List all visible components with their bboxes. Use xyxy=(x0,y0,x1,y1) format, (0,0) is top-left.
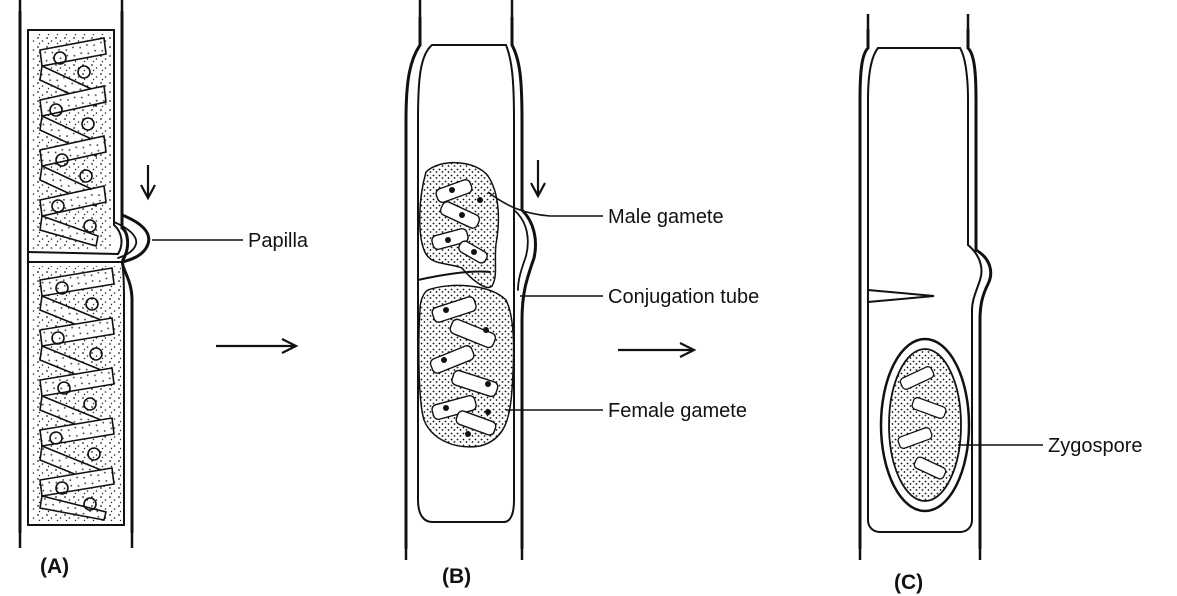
panel-b-cells xyxy=(406,18,536,548)
female-gamete-label: Female gamete xyxy=(608,400,747,422)
panel-b-label: (B) xyxy=(442,566,471,588)
panel-a-label: (A) xyxy=(40,556,69,578)
arrow-b-to-c xyxy=(618,343,694,357)
panel-c-zygospore xyxy=(881,339,969,511)
zygospore-label: Zygospore xyxy=(1048,435,1143,457)
conjugation-tube-label: Conjugation tube xyxy=(608,286,759,308)
panel-b-down-arrow xyxy=(531,160,545,196)
arrow-a-to-b xyxy=(216,339,296,353)
panel-b-filament-ends xyxy=(406,0,522,560)
panel-a-down-arrow xyxy=(141,165,155,198)
male-gamete-label: Male gamete xyxy=(608,206,724,228)
papilla-label: Papilla xyxy=(248,230,308,252)
male-gamete-leader xyxy=(488,192,603,216)
panel-b-female-gamete-mass xyxy=(419,285,514,446)
panel-c-label: (C) xyxy=(894,572,923,594)
panel-b-male-gamete-mass xyxy=(420,163,499,288)
